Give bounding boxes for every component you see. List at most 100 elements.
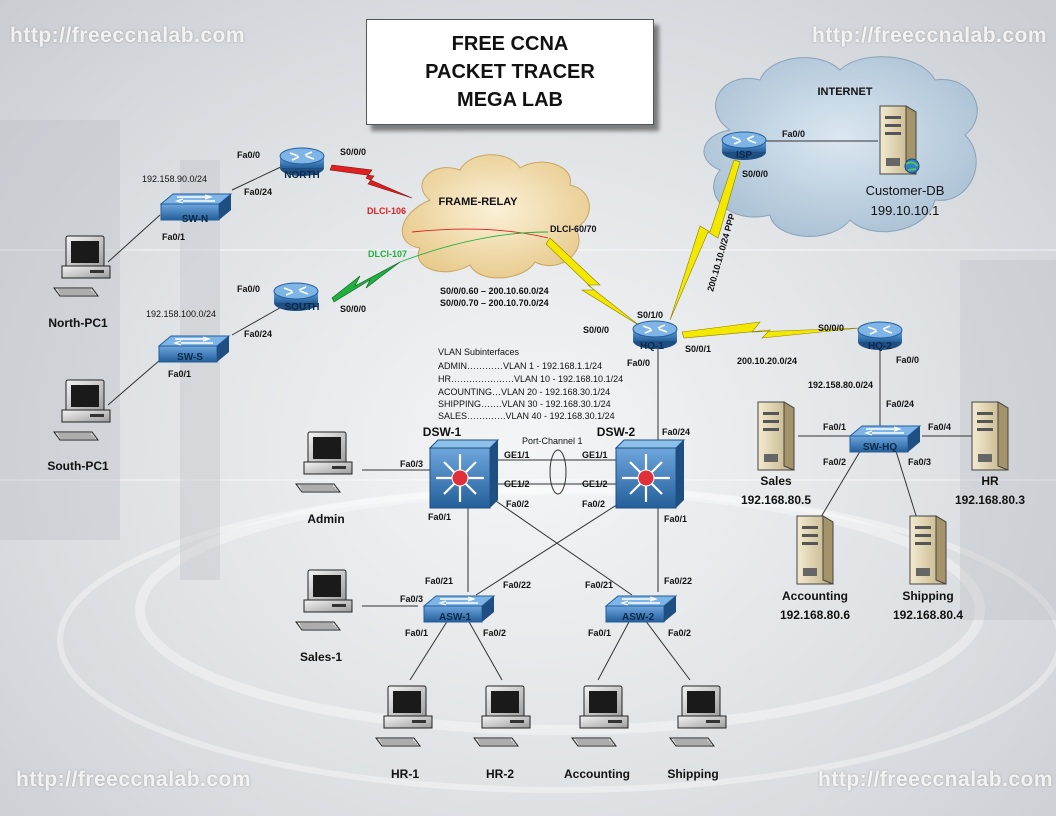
port-label: S0/0/0 — [583, 325, 609, 335]
watermark-bottom-right: http://freeccnalab.com — [818, 768, 1054, 791]
port-label: Fa0/3 — [400, 459, 423, 469]
sw-n-label: SW-N — [182, 214, 208, 225]
vlan-line: ADMIN…………VLAN 1 - 192.168.1.1/24 — [438, 361, 603, 371]
server-icon — [971, 401, 1009, 471]
server-accounting[interactable] — [796, 515, 834, 585]
port-label: S0/0/1 — [685, 344, 711, 354]
port-label: Fa0/0 — [896, 355, 919, 365]
port-label: Fa0/2 — [483, 628, 506, 638]
server-customer-db[interactable] — [879, 105, 920, 175]
pc-icon — [53, 379, 111, 441]
multilayer-switch-dsw-1[interactable] — [428, 438, 500, 510]
port-label: S0/0/0 — [340, 304, 366, 314]
port-label: Fa0/0 — [237, 284, 260, 294]
port-label: Fa0/1 — [823, 422, 846, 432]
vlan-line: ACOUNTING…VLAN 20 - 192.168.30.1/24 — [438, 387, 611, 397]
shipping-server-ip: 192.168.80.4 — [893, 608, 963, 622]
vlan-line: HR…………………VLAN 10 - 192.168.10.1/24 — [438, 374, 624, 384]
north-pc1-label: North-PC1 — [48, 316, 108, 330]
asw-1-label: ASW-1 — [439, 612, 471, 623]
server-sales[interactable] — [757, 401, 795, 471]
watermark-top-left: http://freeccnalab.com — [10, 24, 246, 47]
multilayer-switch-dsw-2[interactable] — [614, 438, 686, 510]
port-label: Fa0/1 — [168, 369, 191, 379]
watermark-bottom-left: http://freeccnalab.com — [16, 768, 252, 791]
pc-hr-2[interactable] — [473, 685, 531, 747]
multilayer-switch-icon — [614, 438, 686, 510]
pc-icon — [571, 685, 629, 747]
customer-db-ip: 199.10.10.1 — [871, 203, 940, 218]
hq2-label: HQ-2 — [868, 341, 892, 352]
port-label: Fa0/2 — [668, 628, 691, 638]
port-label: S0/0/0 — [818, 323, 844, 333]
port-label: S0/0/0 — [742, 169, 768, 179]
isp-label: ISP — [736, 150, 752, 161]
lightning-link-icon — [331, 261, 401, 303]
hq1-label: HQ-1 — [640, 341, 664, 352]
port-label: Fa0/3 — [908, 457, 931, 467]
watermark-top-right: http://freeccnalab.com — [812, 24, 1048, 47]
vlan-line: SHIPPING…….VLAN 30 - 192.168.30.1/24 — [438, 399, 611, 409]
port-label: S0/0/0 — [340, 147, 366, 157]
server-icon — [796, 515, 834, 585]
lightning-link-icon — [681, 321, 861, 339]
port-label: Fa0/1 — [405, 628, 428, 638]
port-label: Fa0/2 — [823, 457, 846, 467]
pc-admin[interactable] — [295, 431, 353, 493]
port-label: GE1/2 — [504, 479, 530, 489]
vlan-line: SALES………….VLAN 40 - 192.168.30.1/24 — [438, 411, 615, 421]
port-label: Fa0/21 — [585, 580, 613, 590]
pc-hr-1[interactable] — [375, 685, 433, 747]
title-line-3: MEGA LAB — [457, 89, 563, 111]
title-box: FREE CCNA PACKET TRACER MEGA LAB — [366, 19, 654, 125]
pc-icon — [375, 685, 433, 747]
port-label: Fa0/1 — [428, 512, 451, 522]
sales-server-ip: 192.168.80.5 — [741, 493, 811, 507]
vlan-subinterfaces-title: VLAN Subinterfaces — [438, 347, 520, 357]
port-label: Fa0/2 — [506, 499, 529, 509]
accounting-server-ip: 192.168.80.6 — [780, 608, 850, 622]
ethernet-links — [107, 140, 972, 681]
pc-icon — [53, 235, 111, 297]
dsw-1-label: DSW-1 — [423, 425, 462, 439]
shipping-server-label: Shipping — [902, 589, 953, 603]
server-hr[interactable] — [971, 401, 1009, 471]
server-icon — [757, 401, 795, 471]
pc-sales-1[interactable] — [295, 569, 353, 631]
sales-server-label: Sales — [760, 474, 792, 488]
pc-shipping[interactable] — [669, 685, 727, 747]
dlci-107-label: DLCI-107 — [368, 249, 407, 259]
south-pc1-label: South-PC1 — [47, 459, 109, 473]
dlci-60-70-label: DLCI-60/70 — [550, 224, 597, 234]
customer-db-label: Customer-DB — [866, 183, 945, 198]
port-label: Fa0/1 — [162, 232, 185, 242]
pc-accounting[interactable] — [571, 685, 629, 747]
north-label: NORTH — [284, 170, 320, 181]
serial-links — [329, 159, 861, 339]
subinterface-60-label: S0/0/0.60 – 200.10.60.0/24 — [440, 286, 549, 296]
port-label: GE1/1 — [582, 450, 608, 460]
port-label: Fa0/0 — [237, 150, 260, 160]
port-label: Fa0/0 — [782, 129, 805, 139]
port-label: Fa0/22 — [664, 576, 692, 586]
accounting-pc-label: Accounting — [564, 767, 630, 781]
pc-north-pc1[interactable] — [53, 235, 111, 297]
frame-relay-cloud — [402, 154, 590, 279]
port-label: GE1/2 — [582, 479, 608, 489]
port-label: Fa0/24 — [244, 329, 272, 339]
dlci-106-label: DLCI-106 — [367, 206, 406, 216]
dsw-2-label: DSW-2 — [597, 425, 636, 439]
title-line-1: FREE CCNA — [451, 33, 569, 55]
network-label: 200.10.20.0/24 — [737, 356, 797, 366]
server-shipping[interactable] — [909, 515, 947, 585]
multilayer-switch-icon — [428, 438, 500, 510]
port-label: Fa0/24 — [886, 399, 914, 409]
dlci-107-path — [399, 231, 549, 263]
admin-label: Admin — [307, 512, 344, 526]
shipping-pc-label: Shipping — [667, 767, 718, 781]
internet-label: INTERNET — [818, 86, 873, 98]
port-channel-ellipse — [549, 449, 567, 495]
pc-south-pc1[interactable] — [53, 379, 111, 441]
